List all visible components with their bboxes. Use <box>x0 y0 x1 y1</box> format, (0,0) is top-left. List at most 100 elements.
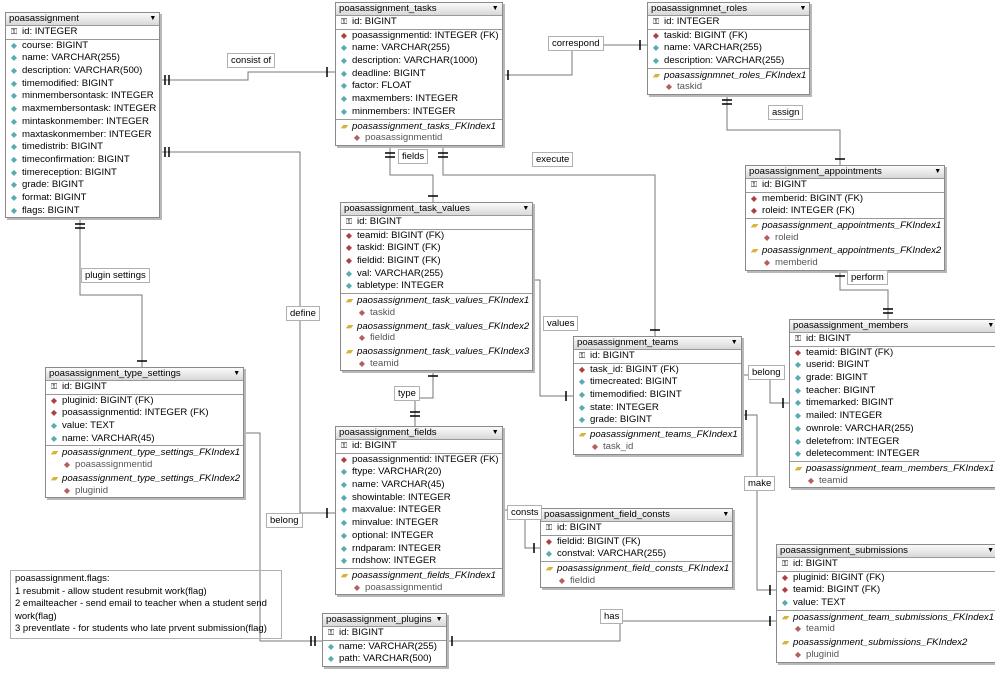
index-column-icon: ◆ <box>794 649 802 659</box>
column-label: state: INTEGER <box>590 401 659 413</box>
dropdown-arrow-icon[interactable]: ▼ <box>491 429 499 436</box>
fk-diamond-icon: ◆ <box>794 347 802 357</box>
entity-header[interactable]: poasassignment▼ <box>6 13 160 26</box>
column: ◆grade: BIGINT <box>574 414 741 427</box>
index-column-label: fieldid <box>570 574 596 586</box>
entity-header[interactable]: poasassignment_field_consts▼ <box>541 509 733 522</box>
dropdown-arrow-icon[interactable]: ▼ <box>987 322 995 329</box>
dropdown-arrow-icon[interactable]: ▼ <box>730 339 738 346</box>
index-label: poasassignment_type_settings_FKIndex1 <box>62 447 241 459</box>
entity-title: poasassignment_task_values <box>344 203 470 214</box>
column-diamond-icon: ◆ <box>781 598 789 608</box>
column-label: constval: VARCHAR(255) <box>557 548 667 560</box>
entity-poasassignment-plugins[interactable]: poasassignment_plugins▼⚿id: BIGINT◆name:… <box>322 613 447 668</box>
dropdown-arrow-icon[interactable]: ▼ <box>435 616 443 623</box>
entity-poasassignment[interactable]: poasassignment▼⚿id: INTEGER◆course: BIGI… <box>5 12 161 219</box>
index-column-label: pluginid <box>75 484 109 496</box>
entity-header[interactable]: poasassignment_teams▼ <box>574 337 741 350</box>
column-diamond-icon: ◆ <box>794 411 802 421</box>
index-column-icon: ◆ <box>763 232 771 242</box>
entity-header[interactable]: poasassignment_plugins▼ <box>323 614 446 627</box>
column-diamond-icon: ◆ <box>340 505 348 515</box>
column-label: format: BIGINT <box>22 191 87 203</box>
entity-header[interactable]: poasassignment_task_values ▼ <box>341 203 533 216</box>
column-label: timemarked: BIGINT <box>806 397 894 409</box>
entity-poasassignment-submissions[interactable]: poasassignment_submissions▼⚿id: BIGINT◆p… <box>776 544 995 663</box>
index: ▰poasassignment_team_submissions_FKIndex… <box>777 609 995 624</box>
column-diamond-icon: ◆ <box>10 154 18 164</box>
index-folder-icon: ▰ <box>340 569 348 580</box>
column: ◆name: VARCHAR(45) <box>336 479 502 492</box>
foreign-key-column-label: poasassignmentid: INTEGER (FK) <box>62 407 209 419</box>
column-diamond-icon: ◆ <box>10 205 18 215</box>
dropdown-arrow-icon[interactable]: ▼ <box>722 511 730 518</box>
dropdown-arrow-icon[interactable]: ▼ <box>522 205 530 212</box>
key-icon: ⚿ <box>10 27 18 36</box>
column: ◆timecreated: BIGINT <box>574 376 741 389</box>
primary-key-column-label: id: BIGINT <box>557 522 602 533</box>
column-label: name: VARCHAR(255) <box>352 42 450 54</box>
relation-label: belong <box>266 513 303 528</box>
key-icon: ⚿ <box>327 628 335 637</box>
entity-header[interactable]: poasassignment_members▼ <box>790 320 995 333</box>
entity-poasassignment-task-values[interactable]: poasassignment_task_values▼⚿id: BIGINT◆t… <box>340 202 534 372</box>
dropdown-arrow-icon[interactable]: ▼ <box>799 5 807 12</box>
column-diamond-icon: ◆ <box>340 518 348 528</box>
column-label: value: TEXT <box>62 420 115 432</box>
dropdown-arrow-icon[interactable]: ▼ <box>491 5 499 12</box>
entity-poasassignment-fields[interactable]: poasassignment_fields▼⚿id: BIGINT◆poasas… <box>335 426 503 596</box>
relation-label: assign <box>768 105 804 120</box>
dropdown-arrow-icon[interactable]: ▼ <box>149 15 157 22</box>
dropdown-arrow-icon[interactable]: ▼ <box>987 547 995 554</box>
entity-poasassignment-teams[interactable]: poasassignment_teams▼⚿id: BIGINT◆task_id… <box>573 336 742 455</box>
column-label: deletecomment: INTEGER <box>806 448 920 460</box>
entity-poasassignment-field-consts[interactable]: poasassignment_field_consts▼⚿ id: BIGINT ◆… <box>540 508 734 589</box>
index: ▰poasassignment_type_settings_FKIndex1 <box>46 445 244 459</box>
entity-header[interactable]: poasassignment_tasks▼ <box>336 3 502 16</box>
index-label: poasassignment_type_settings_FKIndex2 <box>62 472 241 484</box>
entity-poasassignmnet-roles[interactable]: poasassignmnet_roles▼⚿id: INTEGER◆taskid… <box>647 2 811 96</box>
entity-header[interactable]: poasassignment_type_settings▼ <box>46 368 244 381</box>
fk-diamond-icon: ◆ <box>750 206 758 216</box>
entity-header[interactable]: poasassignment_fields▼ <box>336 427 502 440</box>
column-diamond-icon: ◆ <box>340 543 348 553</box>
key-icon: ⚿ <box>545 523 553 532</box>
index-folder-icon: ▰ <box>578 429 586 440</box>
column-label: rndparam: INTEGER <box>352 542 442 554</box>
column: ◆constval: VARCHAR(255) <box>541 548 732 561</box>
entity-poasassignment-tasks[interactable]: poasassignment_tasks▼⚿id: BIGINT◆poasass… <box>335 2 503 146</box>
dropdown-arrow-icon[interactable]: ▼ <box>934 168 942 175</box>
relation-label: values <box>543 316 579 331</box>
key-icon: ⚿ <box>652 17 660 26</box>
index-column: ◆taskid <box>648 81 809 94</box>
primary-key-column-label: id: BIGINT <box>762 179 807 190</box>
column-label: optional: INTEGER <box>352 529 434 541</box>
entity-poasassignment-appointments[interactable]: poasassignment_appointments▼⚿id: BIGINT◆… <box>745 165 946 271</box>
fk-diamond-icon: ◆ <box>545 536 553 546</box>
index-label: paosassignment_task_values_FKIndex2 <box>357 320 530 332</box>
foreign-key-column-label: teamid: BIGINT (FK) <box>357 229 445 241</box>
primary-key-column-label: id: BIGINT <box>352 440 397 451</box>
column-diamond-icon: ◆ <box>340 68 348 78</box>
entity-poasassignment-type-settings[interactable]: poasassignment_type_settings▼⚿id: BIGINT… <box>45 367 245 499</box>
entity-header[interactable]: poasassignment_submissions▼ <box>777 545 995 558</box>
column-label: timeconfirmation: BIGINT <box>22 153 130 165</box>
column: ◆course: BIGINT <box>6 40 159 53</box>
column: ◆ownrole: VARCHAR(255) <box>790 423 995 436</box>
column-diamond-icon: ◆ <box>578 415 586 425</box>
key-icon: ⚿ <box>578 351 586 360</box>
foreign-key-column: ◆fieldid: BIGINT (FK) <box>541 536 732 549</box>
primary-key-column-label: id: BIGINT <box>357 216 402 227</box>
entity-header[interactable]: poasassignmnet_roles▼ <box>648 3 810 16</box>
column-label: factor: FLOAT <box>352 80 412 92</box>
column: ◆timereception: BIGINT <box>6 167 159 180</box>
column-diamond-icon: ◆ <box>794 373 802 383</box>
entity-header[interactable]: poasassignment_appointments▼ <box>746 166 945 179</box>
entity-poasassignment-members[interactable]: poasassignment_members▼⚿id: BIGINT◆teami… <box>789 319 995 489</box>
fk-diamond-icon: ◆ <box>750 193 758 203</box>
index-folder-icon: ▰ <box>345 295 353 306</box>
dropdown-arrow-icon[interactable]: ▼ <box>233 370 241 377</box>
primary-key-column: ⚿id: INTEGER <box>6 26 160 40</box>
foreign-key-column-label: pluginid: BIGINT (FK) <box>793 571 885 583</box>
column-diamond-icon: ◆ <box>578 402 586 412</box>
